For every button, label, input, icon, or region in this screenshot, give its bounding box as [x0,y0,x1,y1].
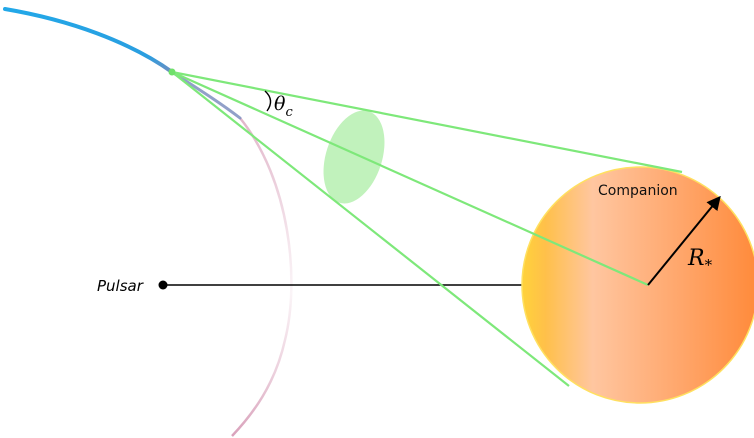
theta-symbol: θ [274,93,286,115]
emission-point [168,68,176,76]
radius-subscript: * [705,256,713,274]
orbit-arc-highlighted [3,7,174,74]
pulsar-label: Pulsar [97,277,144,295]
theta-c-label: θc [274,93,293,120]
radius-label: R* [687,246,713,274]
theta-subscript: c [285,105,293,120]
companion-label: Companion [598,183,678,199]
emission-region [323,110,385,204]
emission-cone [171,70,683,387]
dot-icon [158,280,168,290]
companion-star [521,166,754,404]
cone-center-line [171,70,649,287]
cone-upper-edge [171,70,683,174]
orbit-arc-faded [231,117,293,437]
cone-lower-edge [171,71,570,387]
theta-c-angle-arc [264,90,272,112]
arrow-up-right-icon [647,195,721,286]
radius-symbol: R [687,246,705,271]
